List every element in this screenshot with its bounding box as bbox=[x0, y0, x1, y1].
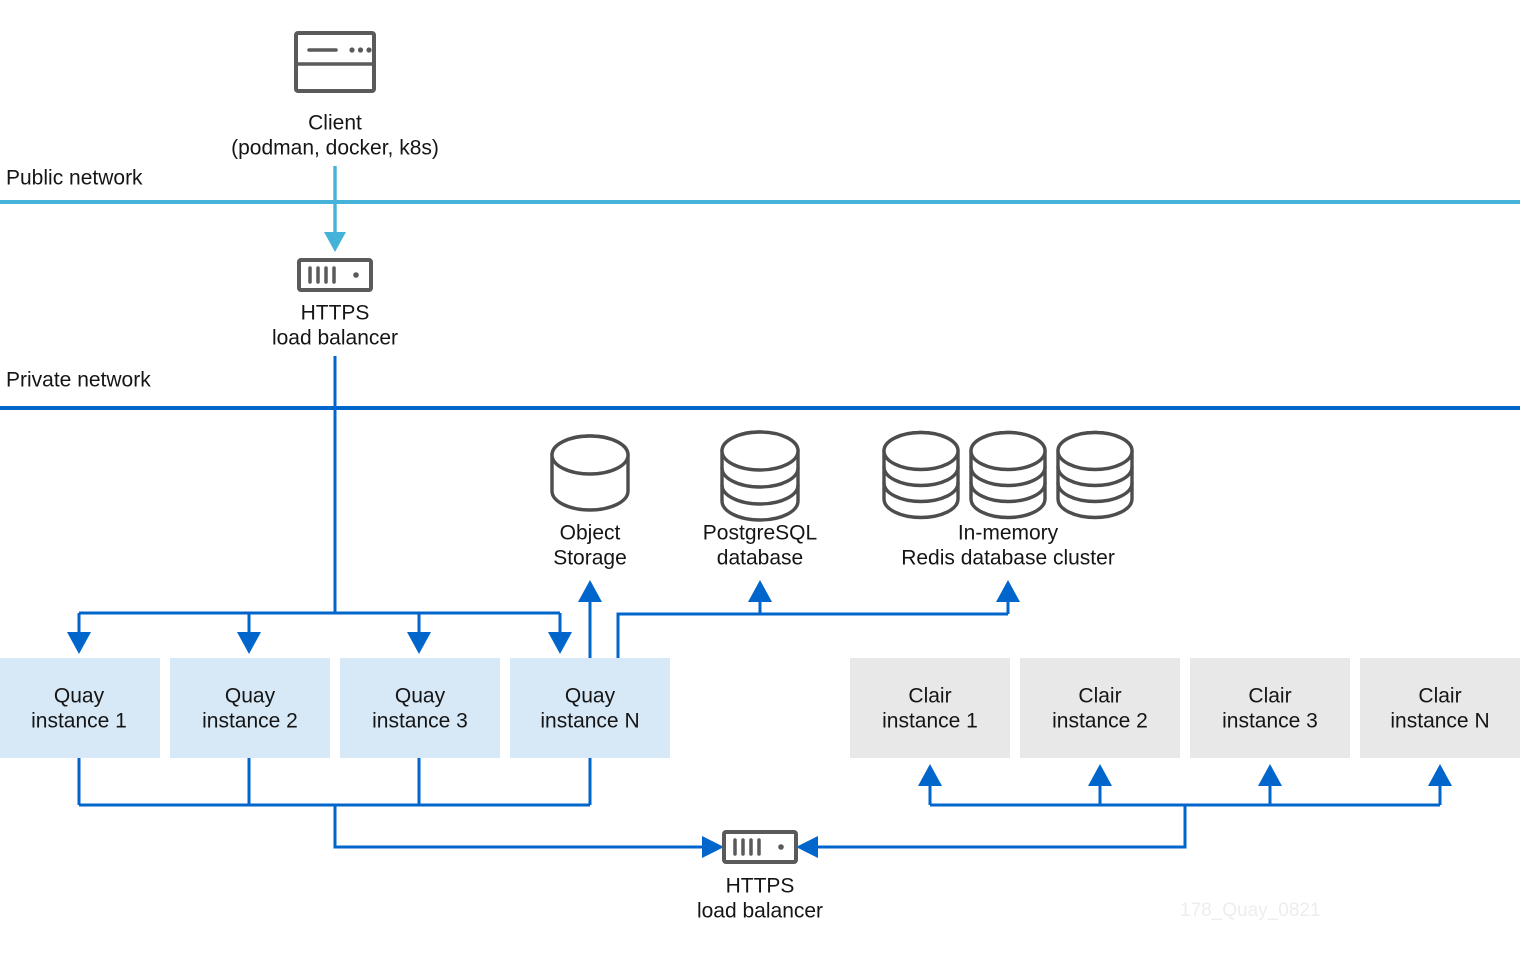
quay-instance-box[interactable]: Quay instance N bbox=[510, 658, 670, 758]
watermark-label: 178_Quay_0821 bbox=[1180, 900, 1321, 921]
clair-2-line2: instance 2 bbox=[1052, 710, 1148, 733]
arrowhead-up-clair-3 bbox=[1258, 764, 1282, 786]
arrowhead-down-quay-3 bbox=[407, 632, 431, 654]
client-to-loadbalancer-arrow bbox=[324, 166, 346, 252]
quay-instances-group: Quay instance 1 Quay instance 2 Quay ins… bbox=[0, 658, 670, 758]
quay-instance-box[interactable]: Quay instance 2 bbox=[170, 658, 330, 758]
load-balancer-icon bbox=[297, 258, 373, 292]
redis-label-line2: Redis database cluster bbox=[901, 547, 1115, 570]
arrowhead-up-postgresql bbox=[748, 580, 772, 602]
arrowhead-up-clair-n bbox=[1428, 764, 1452, 786]
load-balancer-icon bbox=[722, 830, 798, 864]
object-storage-node[interactable]: Object Storage bbox=[550, 434, 630, 570]
quay-2-line2: instance 2 bbox=[202, 710, 298, 733]
public-network-divider: Public network bbox=[0, 167, 1520, 204]
object-storage-label-line1: Object bbox=[560, 522, 621, 545]
quay-1-line2: instance 1 bbox=[31, 710, 127, 733]
arrowhead-up-clair-2 bbox=[1088, 764, 1112, 786]
clair-instance-box[interactable]: Clair instance 2 bbox=[1020, 658, 1180, 758]
client-label-line2: (podman, docker, k8s) bbox=[231, 137, 439, 160]
arrowhead-up-redis bbox=[996, 580, 1020, 602]
public-network-label: Public network bbox=[6, 167, 143, 190]
loadbalancer-top-node[interactable]: HTTPS load balancer bbox=[272, 258, 398, 350]
triple-stacked-cylinder-icon bbox=[882, 430, 1134, 520]
redis-label-line1: In-memory bbox=[958, 522, 1059, 545]
clair-2-line1: Clair bbox=[1078, 685, 1121, 708]
quay-3-line2: instance 3 bbox=[372, 710, 468, 733]
quay-to-datastores-flows bbox=[578, 580, 1020, 658]
clair-instances-group: Clair instance 1 Clair instance 2 Clair … bbox=[850, 658, 1520, 758]
arrowhead-down-quay-1 bbox=[67, 632, 91, 654]
browser-window-icon bbox=[294, 31, 376, 93]
quay-3-line1: Quay bbox=[395, 685, 446, 708]
object-storage-label-line2: Storage bbox=[553, 547, 627, 570]
loadbalancer-bottom-node[interactable]: HTTPS load balancer bbox=[697, 830, 823, 923]
clair-instance-box[interactable]: Clair instance 1 bbox=[850, 658, 1010, 758]
clair-1-line1: Clair bbox=[908, 685, 951, 708]
clair-1-line2: instance 1 bbox=[882, 710, 978, 733]
clair-n-line1: Clair bbox=[1418, 685, 1461, 708]
clair-n-line2: instance N bbox=[1390, 710, 1489, 733]
stacked-cylinder-icon bbox=[720, 430, 800, 522]
quay-instance-box[interactable]: Quay instance 3 bbox=[340, 658, 500, 758]
clair-instance-box[interactable]: Clair instance N bbox=[1360, 658, 1520, 758]
arrowhead-right-loadbalancer bbox=[702, 836, 724, 858]
quay-2-line1: Quay bbox=[225, 685, 276, 708]
quay-n-line2: instance N bbox=[540, 710, 639, 733]
clair-3-line2: instance 3 bbox=[1222, 710, 1318, 733]
quay-instance-box[interactable]: Quay instance 1 bbox=[0, 658, 160, 758]
postgresql-label-line1: PostgreSQL bbox=[703, 522, 817, 545]
loadbalancer-bottom-label-line2: load balancer bbox=[697, 900, 823, 923]
arrowhead-down-quay-2 bbox=[237, 632, 261, 654]
single-cylinder-icon bbox=[550, 434, 630, 512]
arrowhead-left-loadbalancer bbox=[796, 836, 818, 858]
redis-cluster-node[interactable]: In-memory Redis database cluster bbox=[882, 430, 1134, 570]
quay-1-line1: Quay bbox=[54, 685, 105, 708]
clair-instance-box[interactable]: Clair instance 3 bbox=[1190, 658, 1350, 758]
bottom-loadbalancer-to-clair-flow bbox=[796, 764, 1452, 858]
client-label-line1: Client bbox=[308, 112, 362, 135]
loadbalancer-top-label-line1: HTTPS bbox=[301, 302, 370, 325]
clair-3-line1: Clair bbox=[1248, 685, 1291, 708]
quay-to-bottom-loadbalancer-flow bbox=[77, 758, 724, 858]
private-network-divider: Private network bbox=[0, 369, 1520, 410]
postgresql-label-line2: database bbox=[717, 547, 803, 570]
loadbalancer-bottom-label-line1: HTTPS bbox=[726, 875, 795, 898]
postgresql-node[interactable]: PostgreSQL database bbox=[703, 430, 817, 570]
arrowhead-up-object-storage bbox=[578, 580, 602, 602]
arrowhead-down-quay-n bbox=[548, 632, 572, 654]
loadbalancer-to-quay-bus bbox=[67, 356, 572, 654]
client-node[interactable]: Client (podman, docker, k8s) bbox=[231, 31, 439, 160]
quay-n-line1: Quay bbox=[565, 685, 616, 708]
private-network-label: Private network bbox=[6, 369, 151, 392]
loadbalancer-top-label-line2: load balancer bbox=[272, 327, 398, 350]
arrowhead-down-cyan bbox=[324, 232, 346, 252]
arrowhead-up-clair-1 bbox=[918, 764, 942, 786]
